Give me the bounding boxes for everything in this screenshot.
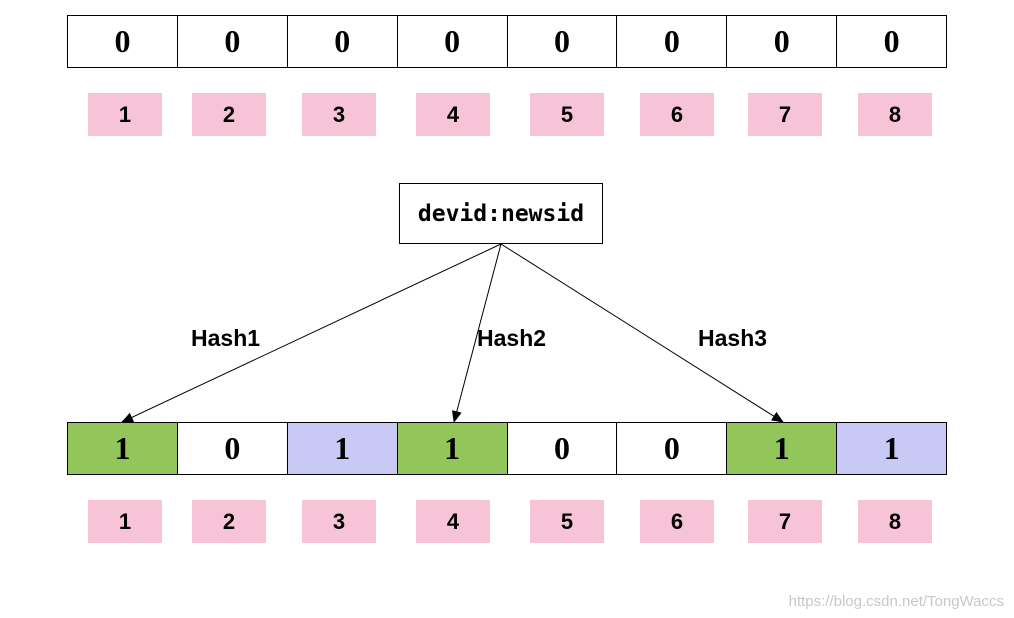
top-bit-cell: 0 (68, 16, 178, 67)
top-index-label: 1 (88, 93, 162, 136)
bottom-bit-array: 1 0 1 1 0 0 1 1 (67, 422, 947, 475)
hash3-arrow (500, 243, 784, 423)
top-index-label: 3 (302, 93, 376, 136)
bottom-index-label: 1 (88, 500, 162, 543)
watermark: https://blog.csdn.net/TongWaccs (788, 593, 1004, 610)
top-bit-array: 0 0 0 0 0 0 0 0 (67, 15, 947, 68)
hash2-label: Hash2 (477, 325, 547, 351)
bottom-bit-cell: 1 (287, 423, 398, 474)
bottom-index-label: 8 (858, 500, 932, 543)
hash1-label: Hash1 (191, 325, 261, 351)
top-bit-cell: 0 (727, 16, 838, 67)
top-index-label: 8 (858, 93, 932, 136)
bottom-bit-cell: 1 (68, 423, 178, 474)
top-index-label: 6 (640, 93, 714, 136)
bottom-bit-cell: 1 (397, 423, 508, 474)
bottom-bit-cell: 1 (727, 423, 838, 474)
top-bit-cell: 0 (883, 23, 900, 59)
bottom-index-label: 6 (640, 500, 714, 543)
top-index-label: 5 (530, 93, 604, 136)
top-index-label: 7 (748, 93, 822, 136)
bottom-index-label: 4 (416, 500, 490, 543)
bottom-bit-cell: 0 (178, 423, 288, 474)
bottom-bit-cell: 0 (617, 423, 728, 474)
top-bit-cell: 0 (398, 16, 508, 67)
top-index-label: 4 (416, 93, 490, 136)
top-index-label: 2 (192, 93, 266, 136)
hash2-arrow (451, 243, 502, 423)
bottom-index-label: 5 (530, 500, 604, 543)
bottom-index-label: 3 (302, 500, 376, 543)
bottom-index-label: 2 (192, 500, 266, 543)
bottom-bit-cell: 1 (837, 423, 946, 474)
top-bit-cell: 0 (617, 16, 728, 67)
top-bit-cell: 0 (508, 16, 618, 67)
key-box: devid:newsid (399, 183, 603, 244)
hash3-label: Hash3 (698, 325, 768, 351)
top-bit-cell: 0 (288, 16, 398, 67)
top-bit-cell: 0 (178, 16, 288, 67)
bottom-bit-cell: 0 (508, 423, 618, 474)
hash1-arrow (121, 243, 502, 423)
bottom-index-label: 7 (748, 500, 822, 543)
